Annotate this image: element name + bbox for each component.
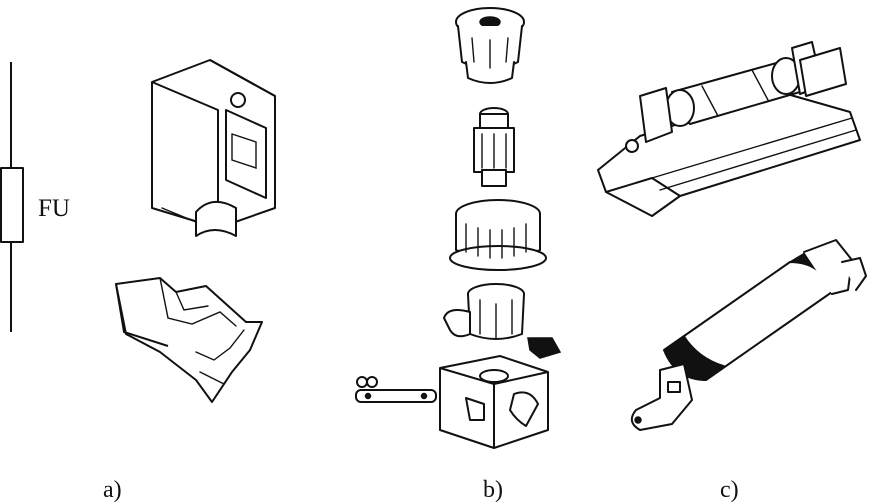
- fuse-symbol-label: FU: [38, 195, 70, 222]
- enclosed-fuse-on-base: [597, 41, 861, 217]
- cartridge-fuse-base: [115, 277, 263, 403]
- screw-fuse-base: [439, 355, 549, 449]
- screw-fuse-cap: [455, 7, 525, 84]
- caption-a: a): [103, 477, 122, 503]
- screw-fuse-cartridge: [473, 107, 515, 187]
- enclosed-fuse-cartridge: [630, 239, 867, 431]
- screw-fuse-link: [355, 376, 437, 403]
- screw-fuse-ring: [449, 199, 547, 271]
- screw-fuse-holder: [443, 283, 562, 359]
- caption-c: c): [720, 477, 739, 503]
- caption-b: b): [483, 477, 503, 503]
- fuse-symbol: [0, 62, 24, 332]
- cartridge-fuse-holder: [151, 59, 276, 237]
